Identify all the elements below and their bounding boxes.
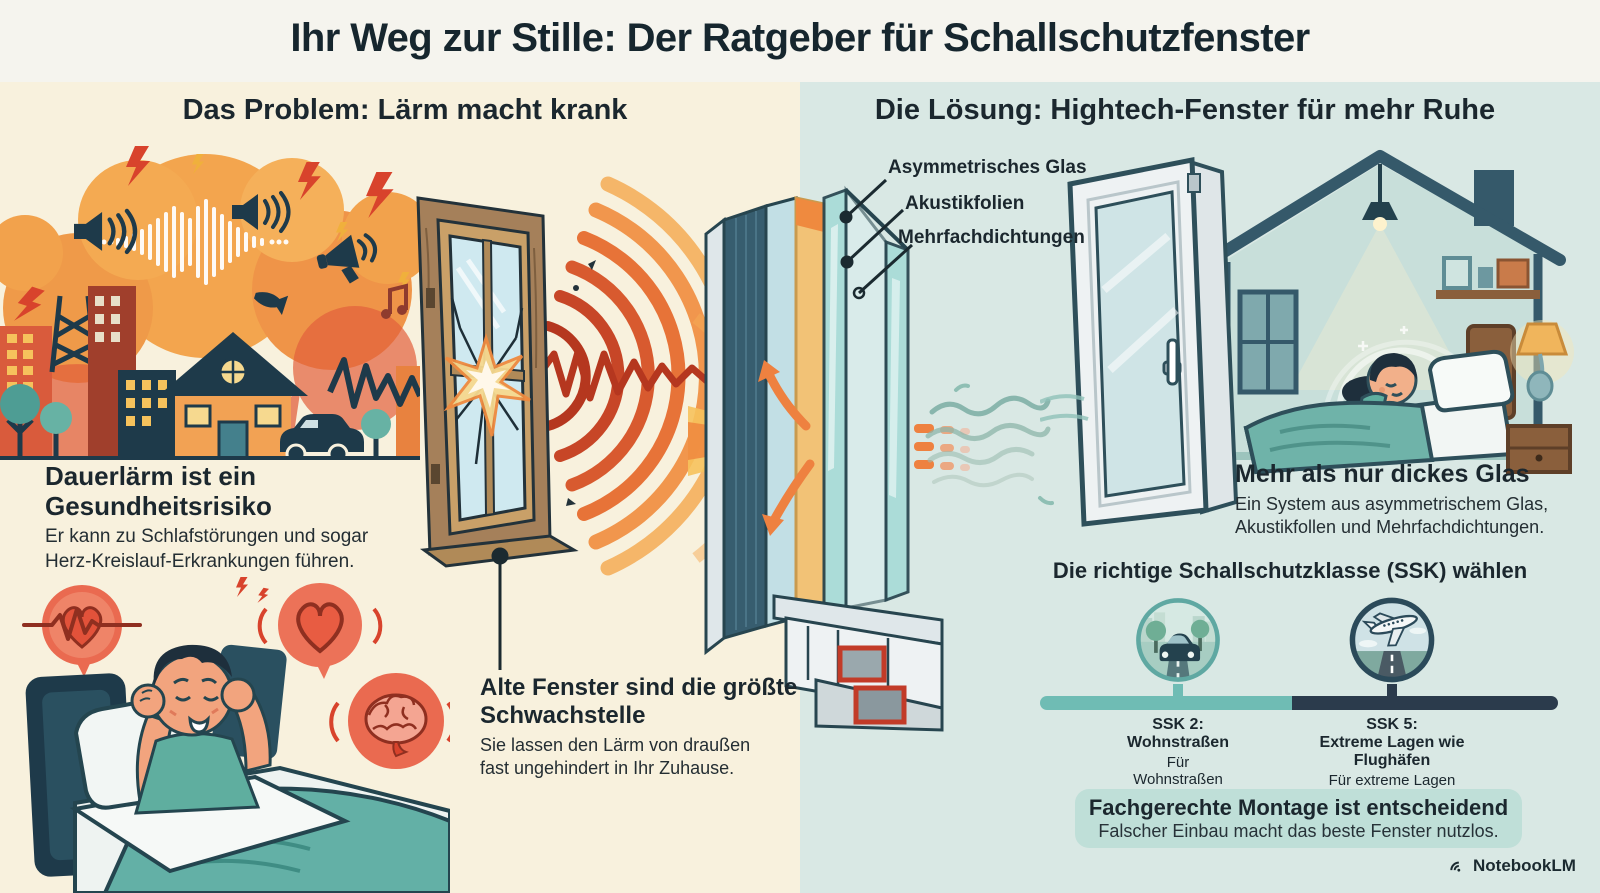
breeze-waves [1040,394,1089,422]
ssk-scale-bar-high [1292,696,1558,710]
montage-body: Falscher Einbau macht das beste Fenster … [1098,821,1499,841]
system-title: Mehr als nur dickes Glas [1235,460,1530,488]
ssk2-textblock: SSK 2: Wohnstraßen Für Wohnstraßen [1083,716,1273,788]
pillow [1427,349,1515,413]
music-note-icon [381,283,408,319]
lightning-icon [236,577,269,603]
car-street-icon [1136,598,1220,682]
horn-icon [253,292,289,315]
stress-zigzag [327,357,420,409]
problem-heading: Das Problem: Lärm macht krank [182,94,628,126]
layer-label-multiple-seals: Mehrfachdichtungen [898,227,1085,248]
ssk2-name: Wohnstraßen [1127,733,1229,751]
nightstand [1506,320,1574,474]
old-window [416,196,596,568]
layer-label-acoustic-foils: Akustikfolien [905,193,1025,214]
ssk2-code: SSK 2: [1152,716,1204,733]
weak-point-body: Sie lassen den Lärm von draußen fast ung… [480,734,751,778]
heartbeat-icon [22,585,142,677]
ssk5-name: Extreme Lagen wie Flughäfen [1319,733,1465,769]
tree-icon [0,384,391,458]
pendant-lamp-icon [1362,164,1398,231]
watermark: NotebookLM [1448,856,1576,876]
watermark-label: NotebookLM [1473,856,1576,875]
ssk5-textblock: SSK 5: Extreme Lagen wie Flughäfen Für e… [1297,716,1487,789]
health-risk-textblock: Dauerlärm ist ein Gesundheitsrisiko Er k… [45,461,368,574]
old-window-illustration [416,176,743,576]
solution-heading: Die Lösung: Hightech-Fenster für mehr Ru… [874,94,1496,126]
glass-cracks [450,297,524,465]
table-lamp-icon [1515,322,1569,356]
weak-point-title: Alte Fenster sind die größte Schwachstel… [480,674,798,729]
interior-window [1237,289,1299,395]
page-title: Ihr Weg zur Stille: Der Ratgeber für Sch… [290,16,1310,60]
ssk5-description: Für extreme Lagen [1328,771,1456,789]
sleeping-woman-bed [1243,324,1516,475]
speaker-icon [232,191,291,233]
lightning-icon [192,154,410,292]
health-risk-body: Er kann zu Schlafstörungen und sogar Her… [45,526,369,572]
house-illustration [158,332,308,460]
notebooklm-logo-icon [1450,861,1461,872]
ssk5-stem [1387,684,1397,698]
ssk-scale-bar-low [1040,696,1292,710]
modern-window-open [1040,156,1239,527]
sound-waves [534,176,743,576]
sleepless-person-illustration [22,577,450,893]
speaker-icon [74,208,138,255]
brain-icon [329,673,450,769]
layer-label-asymmetric-glass: Asymmetrisches Glas [888,157,1087,178]
lightning-icon [14,146,394,321]
sound-waveform-icon [101,199,289,285]
system-textblock: Mehr als nur dickes Glas Ein System aus … [1235,460,1548,539]
car-icon [280,414,364,460]
ssk5-code: SSK 5: [1366,716,1418,733]
heart-icon [257,583,383,679]
ssk2-description: Für Wohnstraßen [1133,753,1223,788]
window-handle [1166,338,1179,386]
wall-shelf [1436,256,1540,299]
frame-cross-section [772,594,944,732]
health-risk-title: Dauerlärm ist ein Gesundheitsrisiko [45,461,272,522]
soundproof-glass-cross-section-illustration [688,185,1054,732]
montage-title: Fachgerechte Montage ist entscheidend [1088,795,1509,820]
ssk2-stem [1173,684,1183,698]
distressed-person [130,644,272,815]
airplane-runway-icon [1349,597,1435,683]
noisy-city-illustration [0,146,420,460]
weak-point-textblock: Alte Fenster sind die größte Schwachstel… [480,674,797,780]
calm-air-waves [925,383,1054,506]
system-body: Ein System aus asymmetrischem Glas, Akus… [1235,494,1549,538]
calm-bedroom-illustration [1040,150,1574,527]
ssk-heading: Die richtige Schallschutzklasse (SSK) wä… [1052,558,1528,583]
montage-callout-box: Fachgerechte Montage ist entscheidend Fa… [1075,789,1522,848]
megaphone-icon [316,233,378,284]
